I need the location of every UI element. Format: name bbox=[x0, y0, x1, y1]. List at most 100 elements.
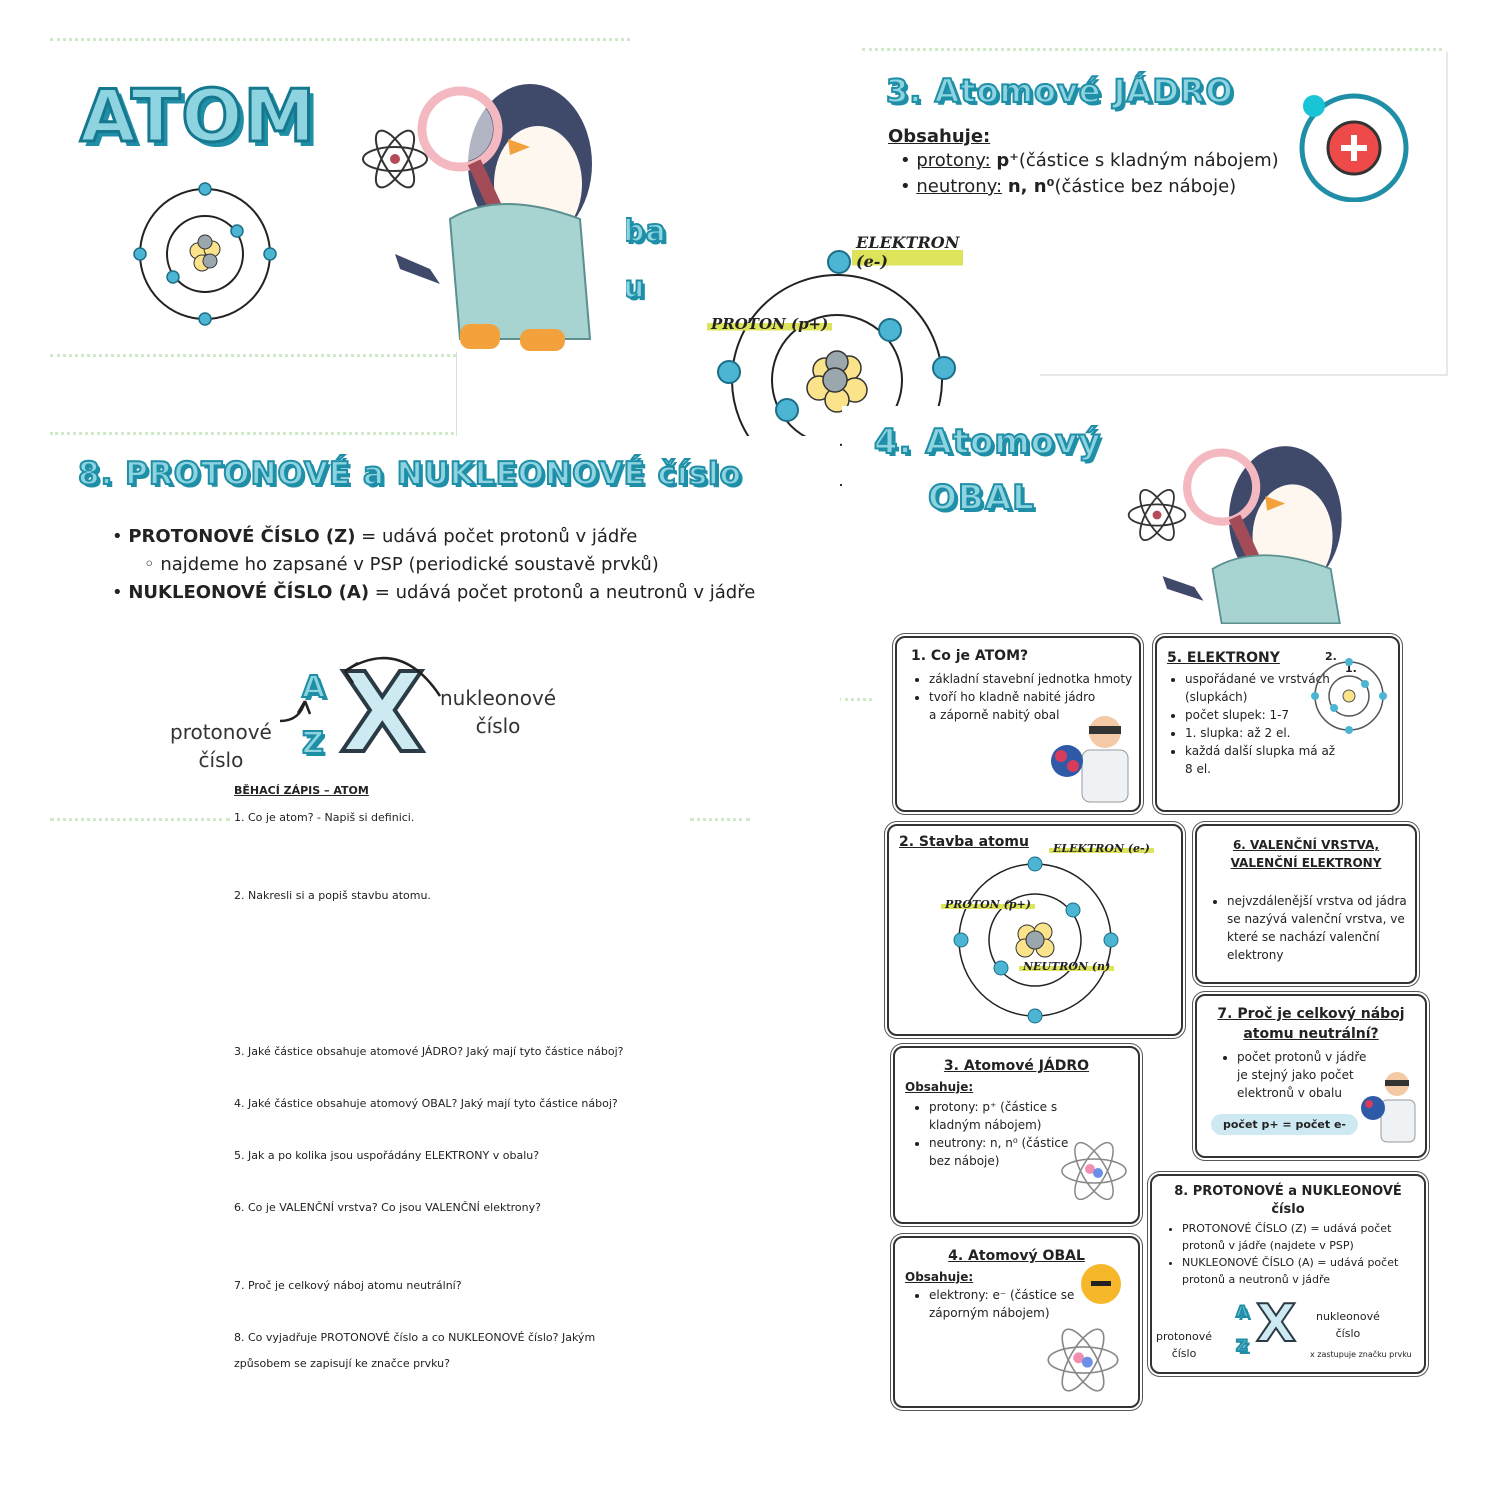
letter-a: A bbox=[1235, 1301, 1250, 1322]
atom-icon bbox=[133, 182, 277, 326]
worksheet-title: BĚHACÍ ZÁPIS – ATOM bbox=[234, 784, 369, 797]
contains-label: Obsahuje: bbox=[888, 126, 991, 147]
atom-orbit-icon bbox=[1127, 488, 1187, 542]
card-co-je-atom: 1. Co je ATOM? základní stavební jednotk… bbox=[895, 636, 1141, 812]
atom-orbit-icon bbox=[362, 129, 428, 189]
list-item: protony: p⁺ (částice s kladným nábojem) bbox=[929, 1098, 1089, 1134]
slide-jadro-lower bbox=[1040, 202, 1448, 376]
letter-x: X bbox=[1255, 1294, 1297, 1354]
divider bbox=[838, 698, 872, 701]
question-7: 7. Proč je celkový náboj atomu neutrální… bbox=[234, 1279, 462, 1292]
card-title: 4. Atomový OBAL bbox=[948, 1248, 1085, 1264]
slide-jadro: 3. Atomové JÁDRO Obsahuje: • protony: p⁺… bbox=[860, 52, 1448, 203]
card-title-line2: VALENČNÍ ELEKTRONY bbox=[1230, 856, 1382, 870]
list-item: nejvzdálenější vrstva od jádra se nazývá… bbox=[1227, 892, 1423, 964]
penguin-scientist-icon bbox=[395, 84, 592, 351]
shell-label-2: 2. bbox=[1325, 650, 1337, 663]
card-title: 3. Atomové JÁDRO bbox=[943, 1058, 1090, 1074]
question-6: 6. Co je VALENČNÍ vrstva? Co jsou VALENČ… bbox=[234, 1201, 541, 1214]
card-title: 2. Stavba atomu bbox=[899, 834, 1029, 850]
slide-atom: ATOM bbox=[50, 44, 626, 352]
list-item: elektrony: e⁻ (částice se záporným náboj… bbox=[929, 1286, 1089, 1322]
card-title: 5. ELEKTRONY bbox=[1167, 650, 1280, 666]
bullet-protons: • protony: p⁺(částice s kladným nábojem) bbox=[900, 150, 1279, 171]
arrow-icons bbox=[279, 656, 442, 723]
divider bbox=[50, 432, 850, 435]
question-5: 5. Jak a po kolika jsou uspořádány ELEKT… bbox=[234, 1149, 540, 1162]
card-title-line2: číslo bbox=[1271, 1202, 1305, 1217]
label-electron: ELEKTRON (e-) bbox=[852, 233, 964, 271]
list-item: uspořádané ve vrstvách (slupkách) bbox=[1185, 670, 1345, 706]
label-protonove-cislo: protonové číslo bbox=[1156, 1330, 1213, 1360]
slide-title-partial: ba bbox=[622, 213, 667, 250]
bullet-protonove: • PROTONOVÉ ČÍSLO (Z) = udává počet prot… bbox=[112, 526, 638, 547]
label-proton: PROTON (p+) bbox=[707, 315, 833, 333]
worksheet: BĚHACÍ ZÁPIS – ATOM 1. Co je atom? - Nap… bbox=[234, 784, 754, 1384]
letter-x: X bbox=[338, 649, 427, 777]
penguin-scientist-icon bbox=[1162, 446, 1342, 624]
sub-bullet-psp: ◦ najdeme ho zapsané v PSP (periodické s… bbox=[144, 554, 659, 575]
question-1: 1. Co je atom? - Napiš si definici. bbox=[234, 811, 415, 824]
card-title: 1. Co je ATOM? bbox=[911, 648, 1029, 664]
atom-diagram bbox=[953, 856, 1119, 1024]
label-proton: PROTON (p+) bbox=[941, 898, 1035, 911]
label-nukleonove-cislo: nukleonové číslo bbox=[440, 686, 557, 738]
shell-label-1: 1. bbox=[1345, 662, 1357, 675]
label-protonove-cislo: protonové číslo bbox=[170, 720, 272, 772]
list-item: základní stavební jednotka hmoty bbox=[929, 670, 1147, 688]
minus-icon bbox=[1081, 1264, 1121, 1304]
card-title: 7. Proč je celkový náboj bbox=[1217, 1006, 1405, 1022]
slide-title-partial: u bbox=[622, 269, 646, 306]
list-item: počet slupek: 1-7 bbox=[1185, 706, 1345, 724]
letter-z: Z bbox=[301, 725, 325, 762]
divider bbox=[50, 818, 230, 821]
card-title: 8. PROTONOVÉ a NUKLEONOVÉ bbox=[1174, 1184, 1402, 1199]
slide-title: 8. PROTONOVÉ a NUKLEONOVÉ číslo bbox=[77, 455, 742, 493]
question-2: 2. Nakresli si a popiš stavbu atomu. bbox=[234, 889, 431, 902]
list-item: NUKLEONOVÉ ČÍSLO (A) = udává počet proto… bbox=[1182, 1254, 1434, 1288]
divider bbox=[50, 38, 630, 41]
card-atomovy-obal: 4. Atomový OBAL Obsahuje: elektrony: e⁻ … bbox=[893, 1236, 1140, 1408]
slide-cisla: 8. PROTONOVÉ a NUKLEONOVÉ číslo • PROTON… bbox=[50, 436, 840, 816]
slide-title-line1: 4. Atomový bbox=[873, 421, 1102, 463]
list-item: PROTONOVÉ ČÍSLO (Z) = udává počet proton… bbox=[1182, 1220, 1434, 1254]
divider bbox=[690, 818, 750, 821]
card-valencni: 6. VALENČNÍ VRSTVA, VALENČNÍ ELEKTRONY n… bbox=[1195, 824, 1417, 984]
question-8: 8. Co vyjadřuje PROTONOVÉ číslo a co NUK… bbox=[234, 1331, 596, 1344]
bullet-neutrons: • neutrony: n, n⁰(částice bez náboje) bbox=[900, 176, 1237, 197]
nucleus-plus-icon bbox=[1299, 93, 1409, 203]
question-3: 3. Jaké částice obsahuje atomové JÁDRO? … bbox=[234, 1045, 624, 1058]
atom-shells-icon bbox=[1311, 658, 1387, 734]
card-stavba-atomu: 2. Stavba atomu ELEKTRON (e-) PROTON (p+… bbox=[887, 824, 1183, 1036]
note-x: x zastupuje značku prvku bbox=[1310, 1350, 1412, 1359]
list-item: každá další slupka má až 8 el. bbox=[1185, 742, 1345, 778]
question-8-cont: způsobem se zapisují ke značce prvku? bbox=[234, 1357, 450, 1370]
formula-pill: počet p+ = počet e- bbox=[1211, 1114, 1358, 1135]
divider bbox=[862, 48, 1442, 51]
label-electron: ELEKTRON (e-) bbox=[1049, 842, 1154, 855]
card-title: 6. VALENČNÍ VRSTVA, bbox=[1232, 838, 1380, 852]
letter-a: A bbox=[301, 669, 327, 706]
slide-title: ATOM bbox=[78, 73, 317, 160]
card-title-line2: atomu neutrální? bbox=[1243, 1026, 1379, 1042]
contains-label: Obsahuje: bbox=[905, 1080, 974, 1094]
slide-title-line2: OBAL bbox=[927, 477, 1035, 519]
list-item: počet protonů v jádře je stejný jako poč… bbox=[1237, 1048, 1377, 1102]
scientist-icon bbox=[1051, 716, 1129, 803]
list-item: 1. slupka: až 2 el. bbox=[1185, 724, 1345, 742]
card-protonove-nukleonove: 8. PROTONOVÉ a NUKLEONOVÉ číslo PROTONOV… bbox=[1150, 1174, 1426, 1374]
atom-orbit-icon bbox=[1061, 1141, 1127, 1201]
slide-title: 3. Atomové JÁDRO bbox=[885, 71, 1234, 111]
question-4: 4. Jaké částice obsahuje atomový OBAL? J… bbox=[234, 1097, 618, 1110]
list-item: tvoří ho kladně nabité jádro a záporně n… bbox=[929, 688, 1099, 724]
scientist-icon bbox=[1361, 1072, 1416, 1143]
card-neutralni-naboj: 7. Proč je celkový náboj atomu neutrální… bbox=[1195, 994, 1427, 1158]
card-atomove-jadro: 3. Atomové JÁDRO Obsahuje: protony: p⁺ (… bbox=[893, 1046, 1140, 1224]
contains-label: Obsahuje: bbox=[905, 1270, 974, 1284]
list-item: neutrony: n, n⁰ (částice bez náboje) bbox=[929, 1134, 1089, 1170]
card-elektrony: 5. ELEKTRONY uspořádané ve vrstvách (slu… bbox=[1155, 636, 1400, 812]
divider bbox=[50, 354, 630, 357]
letter-z: Z bbox=[1235, 1335, 1249, 1356]
bullet-nukleonove: • NUKLEONOVÉ ČÍSLO (A) = udává počet pro… bbox=[112, 582, 756, 603]
atom-orbit-icon bbox=[1047, 1328, 1119, 1392]
